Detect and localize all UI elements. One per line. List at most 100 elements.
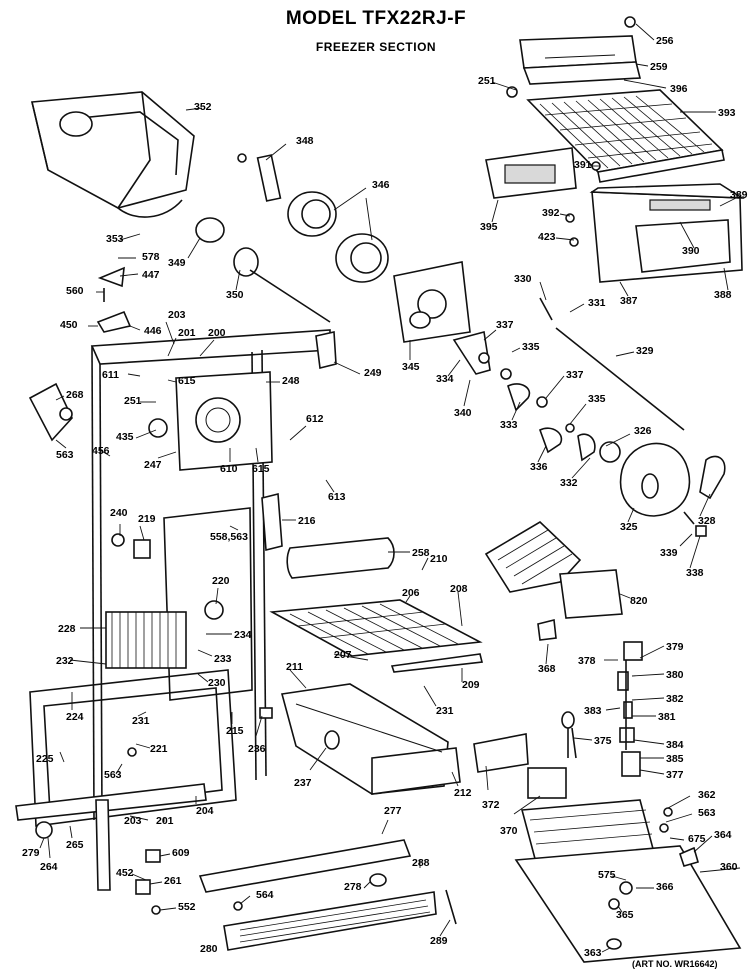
part-label: 387 [620, 295, 638, 307]
part-label: 820 [630, 595, 648, 607]
part-label: 390 [682, 245, 700, 257]
part-label: 208 [450, 583, 468, 595]
part-label: 251 [124, 395, 142, 407]
grille-393 [526, 89, 725, 183]
part-label: 389 [730, 189, 748, 201]
part-label: 380 [666, 669, 684, 681]
part-label: 216 [298, 515, 316, 527]
part-label: 340 [454, 407, 472, 419]
part-label: 289 [430, 935, 448, 947]
part-label: 231 [132, 715, 150, 727]
page-subtitle: FREEZER SECTION [315, 40, 437, 54]
auger-346 [287, 191, 389, 283]
part-label: 234 [234, 629, 252, 641]
part-label: 609 [172, 847, 190, 859]
part-label: 209 [462, 679, 480, 691]
part-label: 279 [22, 847, 40, 859]
part-label: 395 [480, 221, 498, 233]
part-label: 611 [102, 369, 119, 381]
part-label: 278 [344, 881, 362, 893]
part-label: 332 [560, 477, 578, 489]
part-label: 552 [178, 901, 196, 913]
part-label: 363 [584, 947, 602, 959]
part-label: 219 [138, 513, 156, 525]
base-plate-360 [514, 845, 742, 963]
fan-shroud-325 [619, 442, 691, 517]
part-label: 375 [594, 735, 612, 747]
part-label: 206 [402, 587, 420, 599]
part-label: 232 [56, 655, 74, 667]
part-label: 201 [178, 327, 196, 339]
part-label: 379 [666, 641, 684, 653]
part-label: 615 [178, 375, 196, 387]
part-label: 236 [248, 743, 266, 755]
part-label: 203 [168, 309, 186, 321]
part-label: 325 [620, 521, 638, 533]
part-label: 230 [208, 677, 226, 689]
part-label: 435 [116, 431, 134, 443]
part-label: 228 [58, 623, 76, 635]
part-label: 348 [296, 135, 314, 147]
part-label: 225 [36, 753, 54, 765]
part-label: 200 [208, 327, 226, 339]
part-label: 423 [538, 231, 556, 243]
part-label: 221 [150, 743, 168, 755]
part-label: 365 [616, 909, 634, 921]
part-label: 350 [226, 289, 244, 301]
part-label: 563 [56, 449, 74, 461]
part-label: 388 [714, 289, 732, 301]
part-label: 392 [542, 207, 560, 219]
freezer-shelf-206 [269, 599, 483, 673]
part-label: 251 [478, 75, 496, 87]
part-label: 383 [584, 705, 602, 717]
part-label: 224 [66, 711, 84, 723]
part-label: 362 [698, 789, 716, 801]
part-label: 393 [718, 107, 736, 119]
part-label: 258 [412, 547, 430, 559]
ice-tray-cover-259 [519, 35, 642, 85]
evaporator-228 [105, 611, 187, 669]
part-label: 212 [454, 787, 472, 799]
part-label: 382 [666, 693, 684, 705]
part-label: 564 [256, 889, 274, 901]
part-label: 370 [500, 825, 518, 837]
part-label: 366 [656, 881, 674, 893]
part-label: 204 [196, 805, 214, 817]
part-label: 256 [656, 35, 674, 47]
part-label: 268 [66, 389, 84, 401]
part-label: 360 [720, 861, 738, 873]
part-label: 610 [220, 463, 238, 475]
part-label: 329 [636, 345, 654, 357]
part-label: 563 [698, 807, 716, 819]
part-label: 339 [660, 547, 678, 559]
part-label: 364 [714, 829, 732, 841]
icemaker-820 [484, 521, 623, 619]
part-label: 345 [402, 361, 420, 373]
part-label: 381 [658, 711, 676, 723]
part-label: 233 [214, 653, 232, 665]
part-label: 337 [566, 369, 584, 381]
part-label: 280 [200, 943, 218, 955]
part-label: 240 [110, 507, 128, 519]
part-label: 353 [106, 233, 124, 245]
part-label: 335 [588, 393, 606, 405]
part-label: 211 [286, 661, 303, 673]
mounting-plate-345 [393, 261, 471, 343]
part-label: 215 [226, 725, 244, 737]
valve-assembly [617, 641, 643, 777]
part-label: 288 [412, 857, 430, 869]
part-label: 578 [142, 251, 160, 263]
part-label: 220 [212, 575, 230, 587]
part-label: 368 [538, 663, 556, 675]
part-label: 615 [252, 463, 270, 475]
part-label: 277 [384, 805, 402, 817]
part-label: 203 [124, 815, 142, 827]
part-label: 338 [686, 567, 704, 579]
page-title: MODEL TFX22RJ-F [285, 8, 467, 29]
part-label: 613 [328, 491, 346, 503]
part-label: 336 [530, 461, 548, 473]
part-label: 231 [436, 705, 454, 717]
part-label: 201 [156, 815, 174, 827]
